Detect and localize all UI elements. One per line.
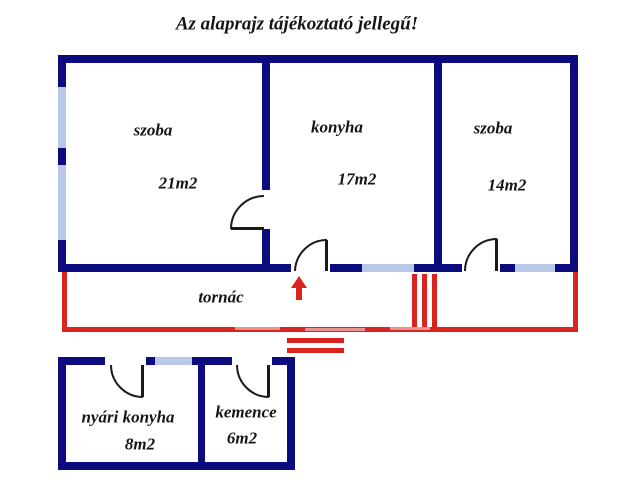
out-wall-top-seg3	[192, 357, 232, 365]
watermark-smudge	[235, 327, 280, 330]
out-wall-top-seg2	[146, 357, 155, 365]
main-wall-bottom-seg1	[58, 264, 291, 272]
porch-partition-line-1	[412, 274, 417, 327]
main-wall-bottom-seg4	[500, 264, 515, 272]
area-konyha: 17m2	[337, 169, 377, 189]
door-leaf-szoba-right-entrance	[495, 239, 498, 271]
main-wall-bottom-seg5	[555, 264, 578, 272]
out-wall-bottom	[58, 462, 295, 470]
porch-outline-right	[573, 272, 578, 331]
area-szoba-left: 21m2	[158, 173, 198, 193]
area-kemence: 6m2	[226, 428, 258, 448]
area-nyari-konyha: 8m2	[124, 434, 156, 454]
interior-wall-2	[434, 55, 442, 272]
main-wall-left-seg1	[58, 55, 66, 87]
entrance-step-1	[287, 338, 344, 343]
door-leaf-nyari-konyha	[141, 365, 144, 397]
main-wall-bottom-seg2	[330, 264, 362, 272]
entrance-arrow-icon	[291, 276, 307, 288]
porch-outline-left	[62, 272, 67, 331]
main-wall-left-seg3	[58, 240, 66, 272]
label-szoba-right: szoba	[473, 118, 513, 138]
window-konyha	[362, 264, 414, 272]
main-wall-top	[58, 55, 578, 63]
window-outbuilding	[155, 357, 192, 365]
door-leaf-kemence	[267, 365, 270, 397]
main-wall-left-seg2	[58, 148, 66, 165]
out-interior-wall	[198, 365, 205, 462]
porch-partition-line-2	[422, 274, 427, 327]
door-arc-kemence	[236, 364, 270, 398]
door-leaf-konyha-entrance	[325, 240, 328, 271]
plan-disclaimer-title: Az alaprajz tájékoztató jellegű!	[175, 13, 419, 35]
watermark-smudge	[390, 327, 430, 330]
window-left-2	[58, 165, 66, 240]
label-tornac: tornác	[198, 287, 244, 307]
out-wall-top-seg4	[272, 357, 295, 365]
label-nyari-konyha: nyári konyha	[81, 407, 175, 427]
door-arc-konyha-entrance	[294, 239, 328, 272]
entrance-step-2	[287, 348, 344, 353]
door-leaf-szoba-konyha	[231, 227, 264, 230]
out-wall-right	[287, 357, 295, 470]
door-arc-szoba-konyha	[230, 195, 265, 230]
out-wall-top-seg1	[58, 357, 105, 365]
watermark-smudge	[305, 328, 365, 331]
label-konyha: konyha	[311, 117, 363, 137]
door-arc-szoba-right-entrance	[464, 238, 498, 272]
interior-wall-1-lower	[262, 229, 270, 272]
label-szoba-left: szoba	[133, 120, 173, 140]
entrance-arrow-stem	[296, 287, 302, 300]
area-szoba-right: 14m2	[487, 175, 527, 195]
main-wall-right	[570, 55, 578, 272]
porch-partition-line-3	[432, 274, 437, 327]
interior-wall-1-upper	[262, 55, 270, 190]
label-kemence: kemence	[215, 402, 277, 422]
door-arc-nyari-konyha	[110, 364, 144, 398]
out-wall-left	[58, 357, 66, 470]
window-szoba-right	[515, 264, 555, 272]
window-left-1	[58, 87, 66, 148]
